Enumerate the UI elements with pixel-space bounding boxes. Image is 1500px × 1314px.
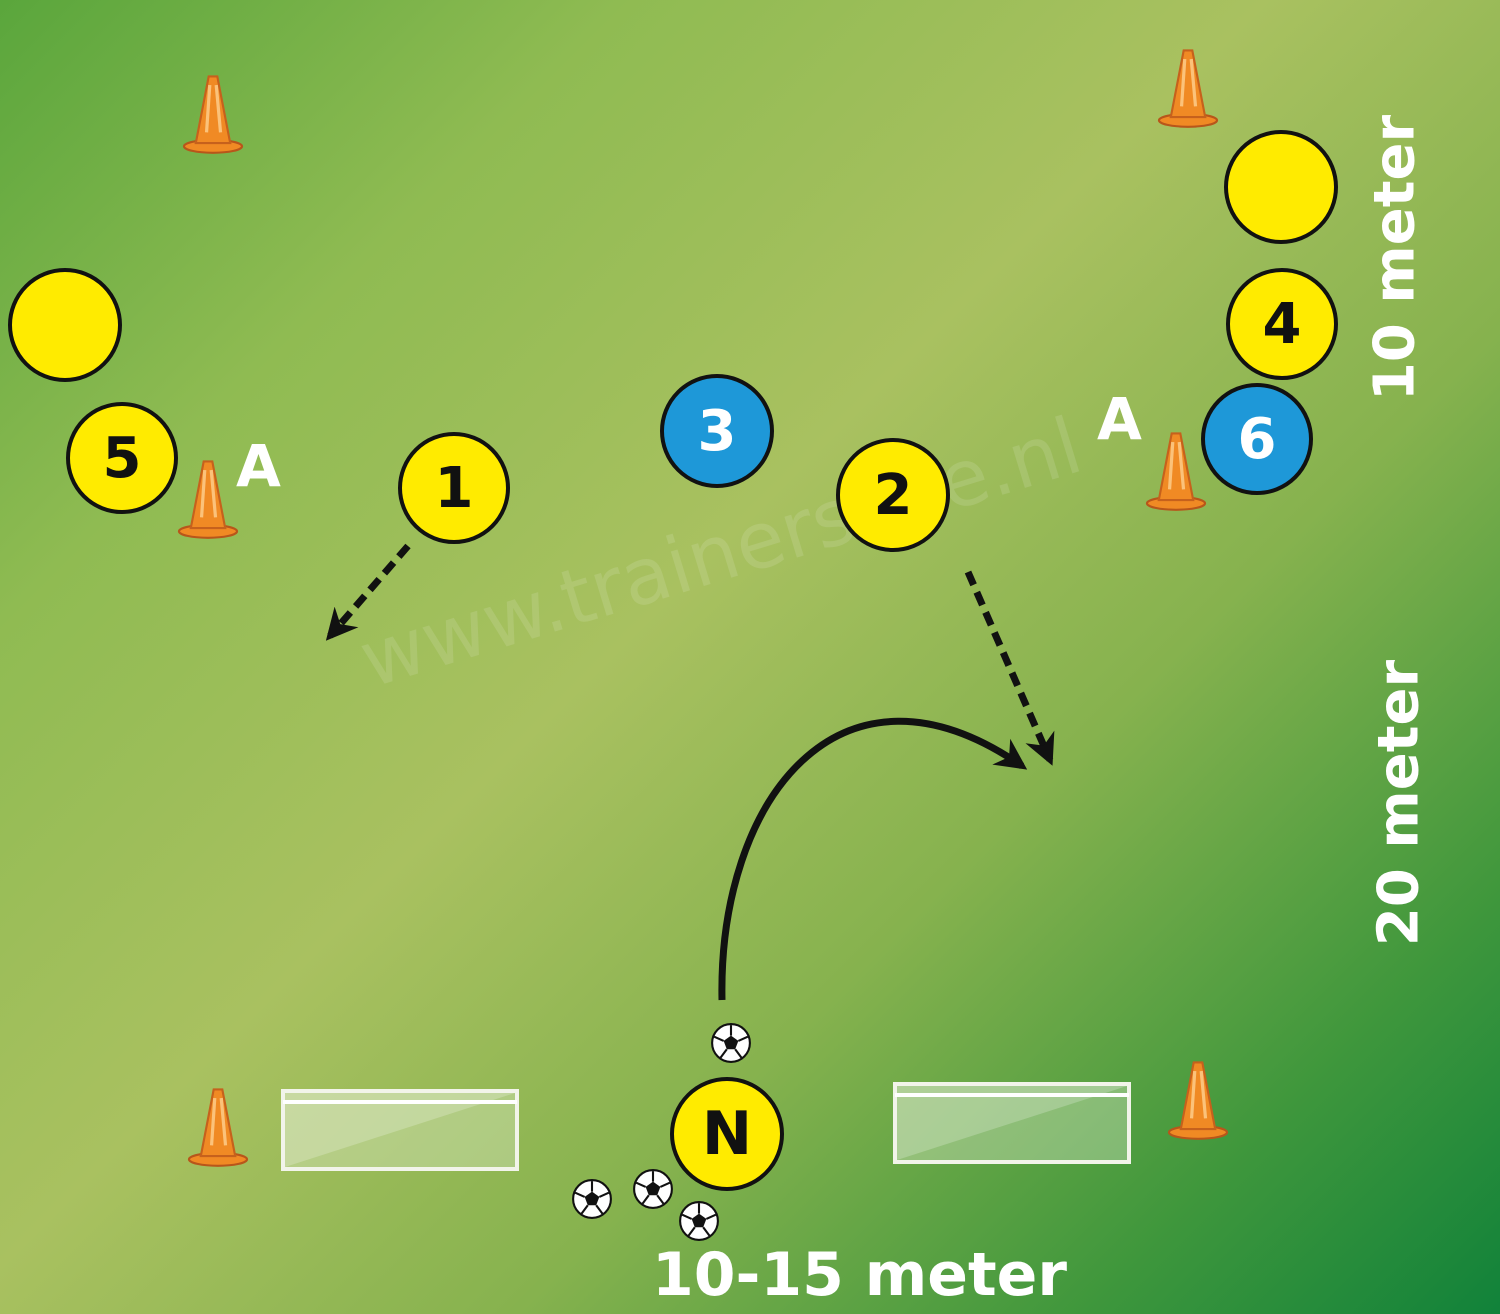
cone-icon	[182, 75, 244, 154]
run-arrow-player-2	[964, 570, 1055, 766]
cone-icon	[1167, 1061, 1229, 1140]
player-4: 4	[1226, 268, 1338, 380]
soccer-ball-icon	[679, 1201, 719, 1241]
goal-icon	[281, 1089, 519, 1171]
goal-icon	[893, 1082, 1131, 1164]
soccer-ball-icon	[633, 1169, 673, 1209]
player-5: 5	[66, 402, 178, 514]
cone-icon	[1145, 432, 1207, 511]
player-left-empty	[8, 268, 122, 382]
player-1: 1	[398, 432, 510, 544]
label-width-bottom: 10-15 meter	[652, 1240, 1067, 1310]
label-a-right: A	[1097, 385, 1142, 453]
cone-icon	[1157, 49, 1219, 128]
player-top-right-empty	[1224, 130, 1338, 244]
player-6: 6	[1201, 383, 1313, 495]
soccer-ball-icon	[572, 1179, 612, 1219]
cone-icon	[187, 1088, 249, 1167]
cone-icon	[177, 460, 239, 539]
player-2: 2	[836, 438, 950, 552]
player-3: 3	[660, 374, 774, 488]
player-n: N	[670, 1077, 784, 1191]
pass-arrow-curved	[718, 717, 1028, 1001]
soccer-ball-icon	[711, 1023, 751, 1063]
label-a-left: A	[236, 432, 281, 500]
run-arrow-player-1	[325, 543, 411, 641]
